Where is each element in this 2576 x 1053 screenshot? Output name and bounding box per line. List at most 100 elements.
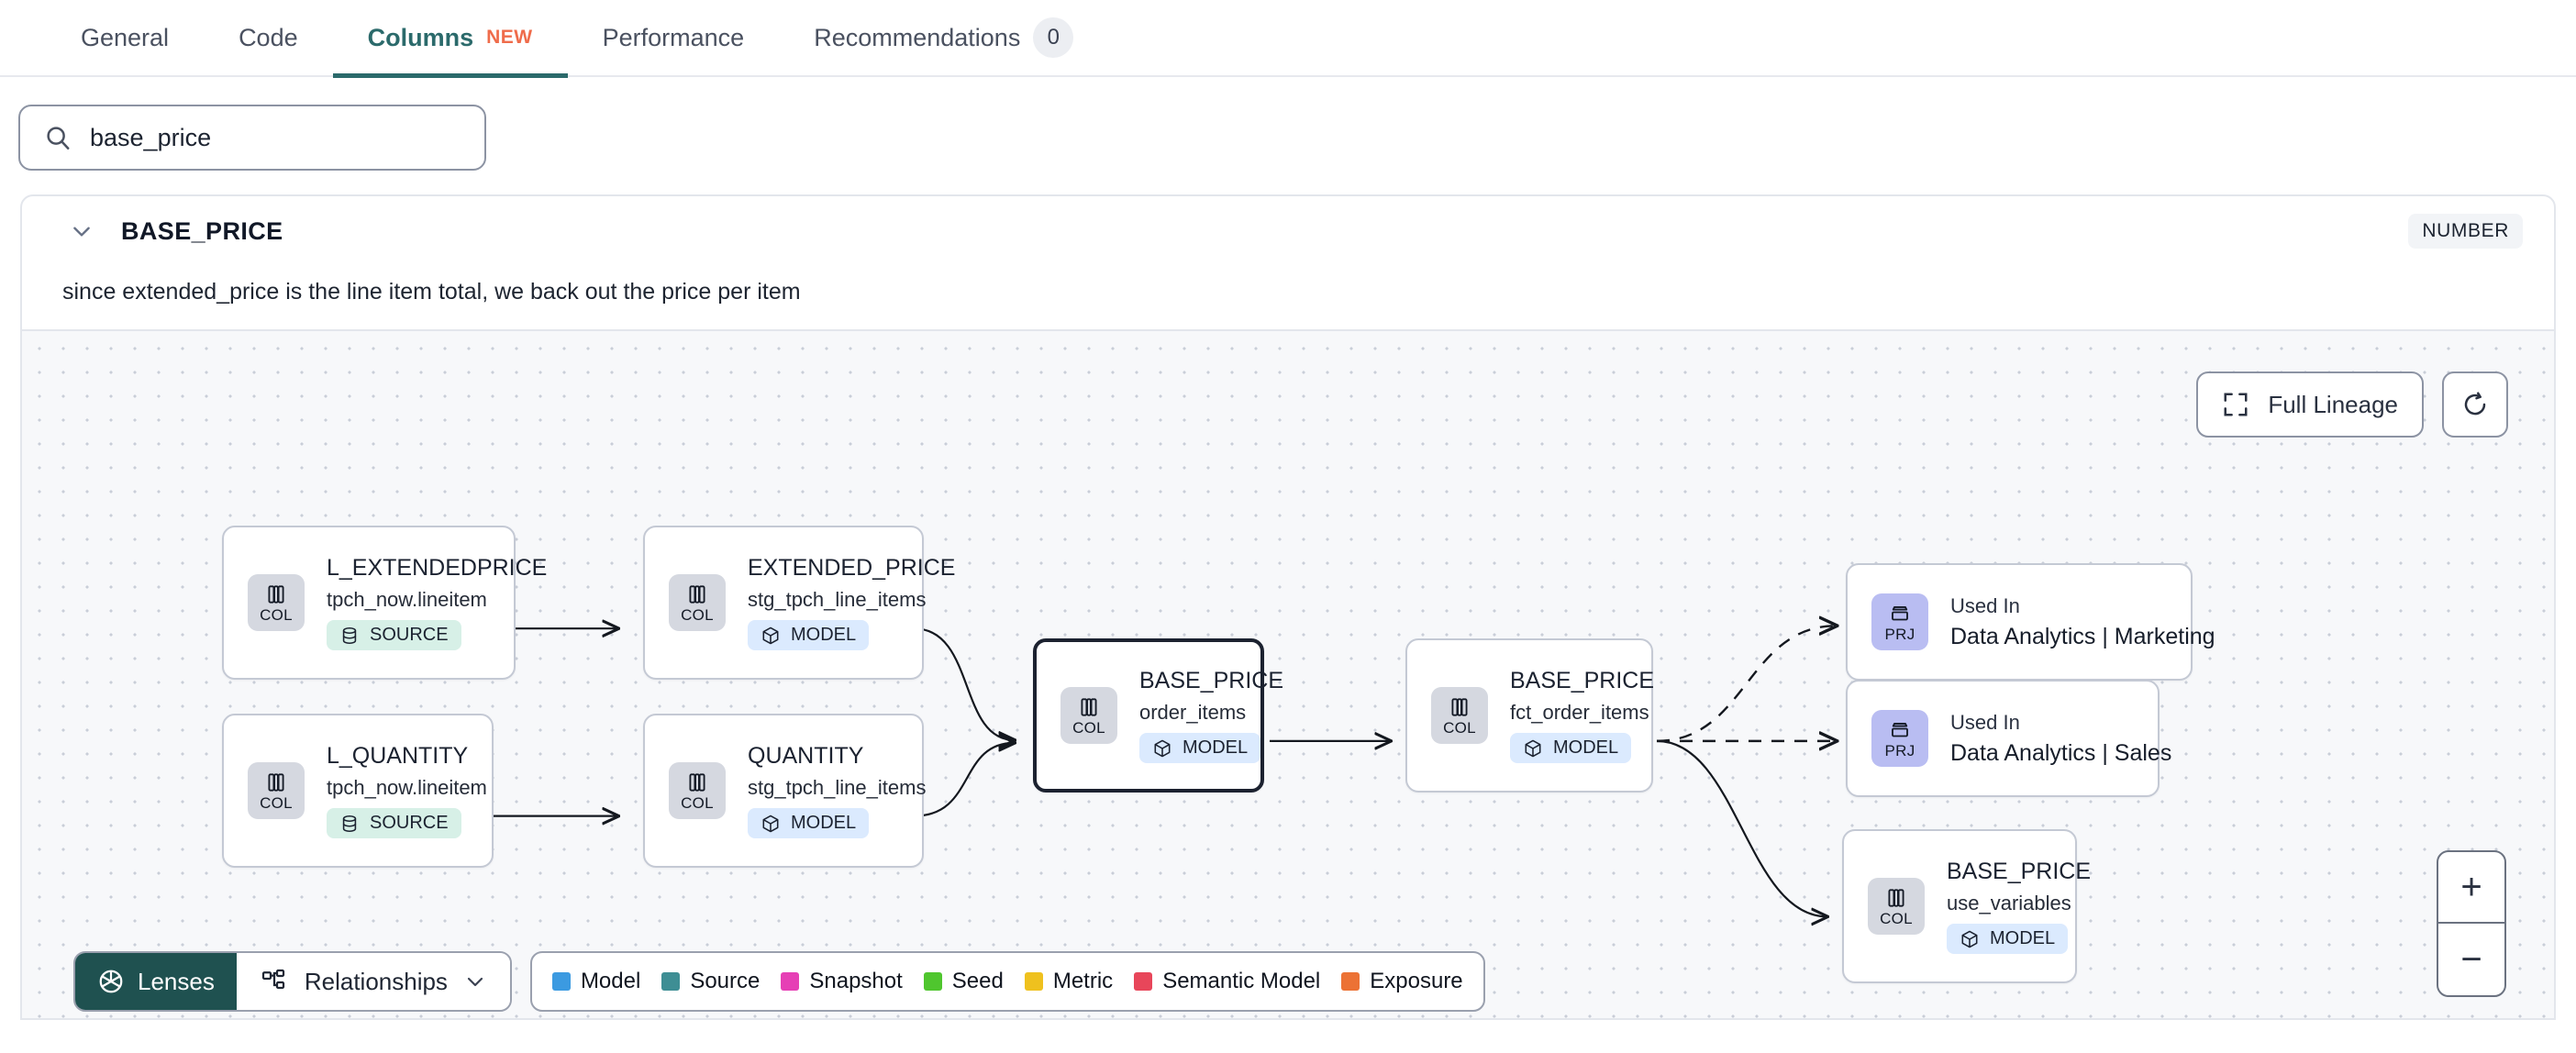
lineage-node-l-extendedprice[interactable]: COL L_EXTENDEDPRICE tpch_now.lineitem SO… (222, 526, 548, 680)
search-icon (47, 127, 70, 150)
relationships-label: Relationships (304, 967, 448, 995)
prj-icon-box: PRJ (1871, 710, 1928, 767)
recommendations-count-badge: 0 (1033, 17, 1074, 58)
zoom-out-button[interactable]: − (2460, 939, 2482, 980)
legend-swatch (1341, 972, 1360, 991)
legend: Model Source Snapshot Seed Metric (529, 951, 1485, 1012)
tab-bar: General Code Columns NEW Performance Rec… (0, 0, 2576, 78)
tab-general[interactable]: General (46, 0, 204, 76)
column-icon (689, 585, 705, 604)
node-badge-label: SOURCE (370, 813, 449, 833)
legend-swatch (1024, 972, 1043, 991)
lineage-node-quantity[interactable]: COL QUANTITY stg_tpch_line_items MODEL (643, 714, 927, 868)
legend-label: Exposure (1370, 969, 1463, 993)
tab-label: Code (239, 23, 298, 51)
legend-label: Model (580, 969, 641, 993)
cube-icon (762, 626, 779, 644)
aperture-icon (99, 970, 123, 993)
node-title: BASE_PRICE (1947, 859, 2092, 884)
node-kind-label: COL (260, 606, 293, 624)
node-type-badge: MODEL (1947, 924, 2069, 954)
lineage-node-base-price-fct-order-items[interactable]: COL BASE_PRICE fct_order_items MODEL (1405, 638, 1654, 793)
column-icon (689, 773, 705, 792)
node-kind-label: COL (260, 794, 293, 812)
full-lineage-button[interactable]: Full Lineage (2196, 371, 2424, 438)
node-type-badge: MODEL (1510, 733, 1632, 763)
node-kind-label: COL (1443, 719, 1476, 737)
column-icon (268, 773, 284, 792)
node-badge-label: MODEL (1553, 737, 1619, 758)
node-kind-label: COL (1072, 719, 1105, 737)
cube-icon (1154, 739, 1171, 757)
lenses-group: Lenses Relationships (73, 951, 512, 1012)
node-title: L_EXTENDEDPRICE (327, 555, 548, 581)
lineage-node-base-price-order-items[interactable]: COL BASE_PRICE order_items MODEL (1033, 638, 1283, 793)
lineage-node-base-price-use-variables[interactable]: COL BASE_PRICE use_variables MODEL (1842, 829, 2092, 983)
cube-icon (1961, 930, 1978, 948)
node-kind-label: PRJ (1884, 742, 1915, 759)
node-title: Used In (1950, 710, 2020, 734)
legend-item-semantic-model: Semantic Model (1134, 969, 1320, 994)
project-icon (1892, 606, 1908, 621)
lenses-label: Lenses (138, 967, 215, 995)
legend-item-model: Model (551, 969, 641, 994)
node-type-badge: SOURCE (327, 620, 461, 650)
lineage-canvas[interactable]: Full Lineage + − COL L_EXTENDEDPRICE (22, 329, 2554, 1018)
column-type-badge: NUMBER (2408, 214, 2523, 249)
node-subtitle: tpch_now.lineitem (327, 776, 487, 799)
database-icon (342, 626, 357, 644)
legend-item-metric: Metric (1024, 969, 1113, 994)
legend-item-seed: Seed (923, 969, 1004, 994)
legend-item-source: Source (661, 969, 760, 994)
column-icon (268, 585, 284, 604)
col-icon-box: COL (669, 574, 726, 631)
relationships-dropdown[interactable]: Relationships (236, 953, 510, 1010)
tab-label: Recommendations (814, 23, 1021, 51)
tab-new-badge: NEW (486, 27, 533, 48)
node-subtitle: stg_tpch_line_items (748, 776, 927, 799)
node-type-badge: MODEL (1139, 733, 1261, 763)
column-description: since extended_price is the line item to… (62, 279, 801, 305)
node-kind-label: COL (681, 794, 714, 812)
column-icon (1081, 698, 1097, 716)
graph-bottom-bar: Lenses Relationships (73, 951, 1485, 1012)
legend-label: Seed (951, 969, 1004, 993)
zoom-in-button[interactable]: + (2438, 852, 2504, 924)
tab-performance[interactable]: Performance (568, 0, 780, 76)
col-icon-box: COL (1868, 878, 1925, 935)
legend-swatch (551, 972, 571, 991)
lineage-node-project-marketing[interactable]: PRJ Used In Data Analytics | Marketing (1846, 563, 2215, 681)
lenses-button[interactable]: Lenses (75, 953, 237, 1010)
full-lineage-label: Full Lineage (2268, 390, 2398, 418)
prj-icon-box: PRJ (1871, 593, 1928, 650)
chevron-down-icon (467, 977, 483, 987)
col-icon-box: COL (248, 762, 305, 819)
refresh-icon (2464, 392, 2486, 416)
lineage-node-project-sales[interactable]: PRJ Used In Data Analytics | Sales (1846, 680, 2171, 797)
node-kind-label: PRJ (1884, 626, 1915, 643)
column-header[interactable]: BASE_PRICE NUMBER (22, 196, 2554, 266)
legend-item-snapshot: Snapshot (781, 969, 903, 994)
legend-item-exposure: Exposure (1341, 969, 1463, 994)
col-icon-box: COL (669, 762, 726, 819)
node-subtitle: fct_order_items (1510, 701, 1649, 724)
tab-columns[interactable]: Columns NEW (332, 0, 568, 78)
node-subtitle: stg_tpch_line_items (748, 588, 927, 611)
legend-swatch (661, 972, 681, 991)
lineage-node-extended-price[interactable]: COL EXTENDED_PRICE stg_tpch_line_items M… (643, 526, 955, 680)
search-input[interactable]: base_price (18, 105, 486, 171)
legend-swatch (923, 972, 942, 991)
chevron-down-icon[interactable] (70, 219, 94, 243)
lineage-node-l-quantity[interactable]: COL L_QUANTITY tpch_now.lineitem SOURCE (222, 714, 494, 868)
tab-code[interactable]: Code (204, 0, 333, 76)
tab-label: General (81, 23, 170, 51)
node-type-badge: MODEL (748, 620, 870, 650)
legend-label: Snapshot (809, 969, 903, 993)
node-kind-label: COL (1880, 910, 1913, 927)
refresh-button[interactable] (2442, 371, 2508, 438)
node-subtitle: use_variables (1947, 892, 2071, 914)
col-icon-box: COL (1431, 687, 1488, 744)
column-icon (1451, 698, 1468, 716)
column-card: BASE_PRICE NUMBER since extended_price i… (20, 194, 2556, 1020)
tab-recommendations[interactable]: Recommendations 0 (779, 0, 1108, 76)
